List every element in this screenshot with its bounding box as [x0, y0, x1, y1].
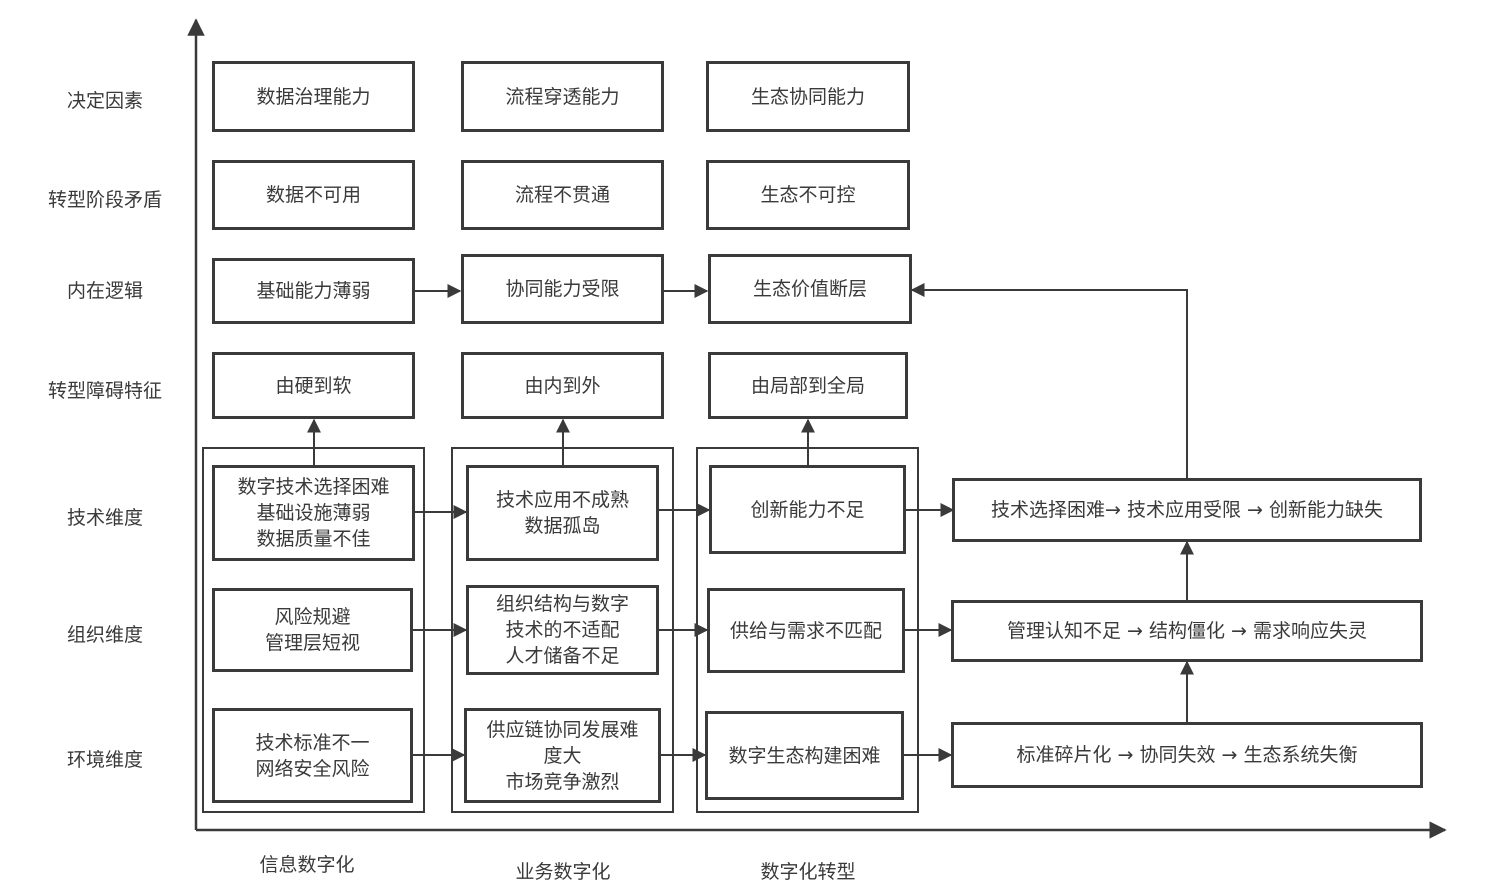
group-business: [451, 447, 674, 813]
row-label-determinants: 决定因素: [66, 90, 143, 112]
box-env-business: 供应链协同发展难 度大 市场竞争激烈: [464, 708, 661, 803]
box-env-chain: 标准碎片化 → 协同失效 → 生态系统失衡: [951, 722, 1423, 788]
box-feature-hard-soft: 由硬到软: [212, 352, 415, 419]
group-transform: [696, 447, 919, 813]
box-logic-foundation: 基础能力薄弱: [212, 258, 415, 324]
box-logic-value-gap: 生态价值断层: [708, 254, 912, 324]
box-tech-business: 技术应用不成熟 数据孤岛: [466, 465, 659, 561]
col-label-transform: 数字化转型: [760, 861, 856, 883]
row-label-contradictions: 转型阶段矛盾: [47, 189, 162, 211]
box-contradiction-data: 数据不可用: [212, 160, 415, 230]
box-org-chain: 管理认知不足 → 结构僵化 → 需求响应失灵: [951, 600, 1423, 662]
box-feature-in-out: 由内到外: [461, 352, 664, 419]
group-info: [202, 447, 425, 813]
box-tech-chain: 技术选择困难→ 技术应用受限 → 创新能力缺失: [952, 478, 1422, 542]
arrow-techchain-logic3: [910, 283, 1188, 478]
box-env-info: 技术标准不一 网络安全风险: [212, 708, 413, 803]
box-org-info: 风险规避 管理层短视: [212, 588, 413, 672]
box-tech-info: 数字技术选择困难 基础设施薄弱 数据质量不佳: [212, 465, 415, 561]
box-determinant-data-governance: 数据治理能力: [212, 61, 415, 132]
box-feature-local-global: 由局部到全局: [708, 352, 908, 419]
box-contradiction-ecosystem: 生态不可控: [706, 160, 910, 230]
box-determinant-process: 流程穿透能力: [461, 61, 664, 132]
row-label-tech: 技术维度: [66, 507, 143, 529]
col-label-business: 业务数字化: [515, 861, 611, 883]
box-env-transform: 数字生态构建困难: [705, 711, 904, 800]
col-label-info: 信息数字化: [259, 854, 355, 876]
row-label-env: 环境维度: [66, 749, 143, 771]
box-contradiction-process: 流程不贯通: [461, 160, 664, 230]
box-tech-transform: 创新能力不足: [709, 465, 906, 554]
box-determinant-ecosystem: 生态协同能力: [706, 61, 910, 132]
box-org-business: 组织结构与数字 技术的不适配 人才储备不足: [466, 585, 659, 675]
box-org-transform: 供给与需求不匹配: [707, 588, 905, 673]
box-logic-collaboration: 协同能力受限: [461, 254, 664, 324]
row-label-inner-logic: 内在逻辑: [66, 280, 143, 302]
row-label-features: 转型障碍特征: [47, 380, 162, 402]
row-label-org: 组织维度: [66, 624, 143, 646]
